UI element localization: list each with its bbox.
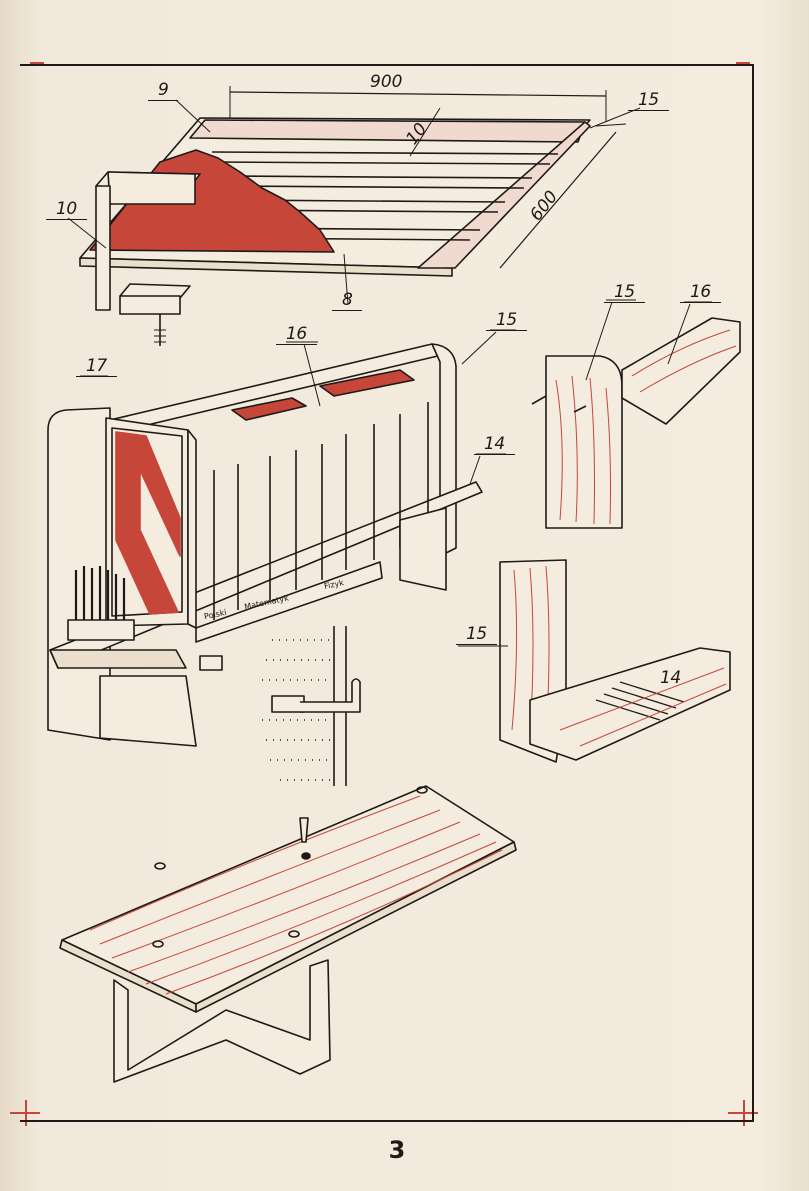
callout-14-joint: 14: [660, 668, 681, 688]
callout-15-frame: 15: [628, 92, 669, 111]
callout-10: 10: [46, 201, 87, 220]
callout-16-shelf: 16: [276, 326, 317, 345]
callout-8: 8: [332, 292, 363, 311]
dimension-900: 900: [370, 72, 403, 92]
callout-17: 17: [76, 358, 117, 377]
crop-mark-v-left: [25, 1100, 27, 1126]
crop-mark-top-right: [736, 62, 750, 64]
joint-figure: [458, 559, 731, 763]
crop-mark-top-left: [30, 62, 44, 64]
gluing-frame-figure: [67, 86, 641, 346]
callout-16-top: 16: [680, 284, 721, 303]
callout-15-joint: 15: [456, 626, 497, 645]
page-frame: [20, 64, 754, 1122]
side-panel-figure: [531, 299, 741, 529]
table-top-figure: [59, 785, 517, 1083]
callout-9: 9: [148, 82, 179, 101]
page-number: 3: [388, 1136, 406, 1164]
callout-15-side: 15: [604, 284, 645, 303]
callout-15-shelf: 15: [486, 312, 527, 331]
callout-14-shelf: 14: [474, 436, 515, 455]
wall-mount-figure: [262, 626, 361, 786]
crop-mark-v-right: [743, 1100, 745, 1126]
shelf-figure: [47, 329, 516, 747]
